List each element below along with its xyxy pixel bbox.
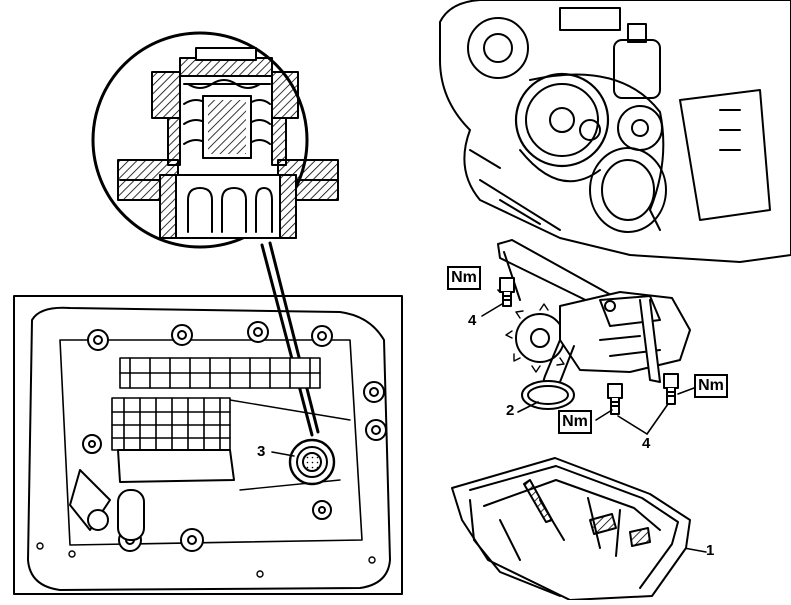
oil-pan	[451, 457, 691, 601]
torque-box-middle: Nm	[558, 410, 592, 434]
callout-leaders	[481, 289, 707, 553]
bolt-middle	[607, 383, 623, 415]
callout-1: 1	[706, 542, 715, 559]
timing-chain-upper	[119, 357, 321, 389]
torque-box-left: Nm	[447, 266, 481, 290]
torque-box-right: Nm	[694, 374, 728, 398]
valve-detail-view	[91, 31, 339, 249]
timing-chain-lower	[111, 397, 231, 451]
callout-4-right: 4	[642, 435, 651, 452]
callout-4-left: 4	[468, 312, 477, 329]
oil-pump-assembly	[497, 239, 691, 410]
pressure-valve-opening	[288, 438, 336, 486]
callout-3: 3	[257, 443, 266, 460]
callout-leader-3	[271, 451, 295, 457]
engine-underside-view	[13, 295, 403, 595]
bolt-right	[663, 373, 679, 405]
callout-2: 2	[506, 402, 515, 419]
bolt-left	[499, 277, 515, 307]
engine-front-view	[439, 0, 791, 263]
